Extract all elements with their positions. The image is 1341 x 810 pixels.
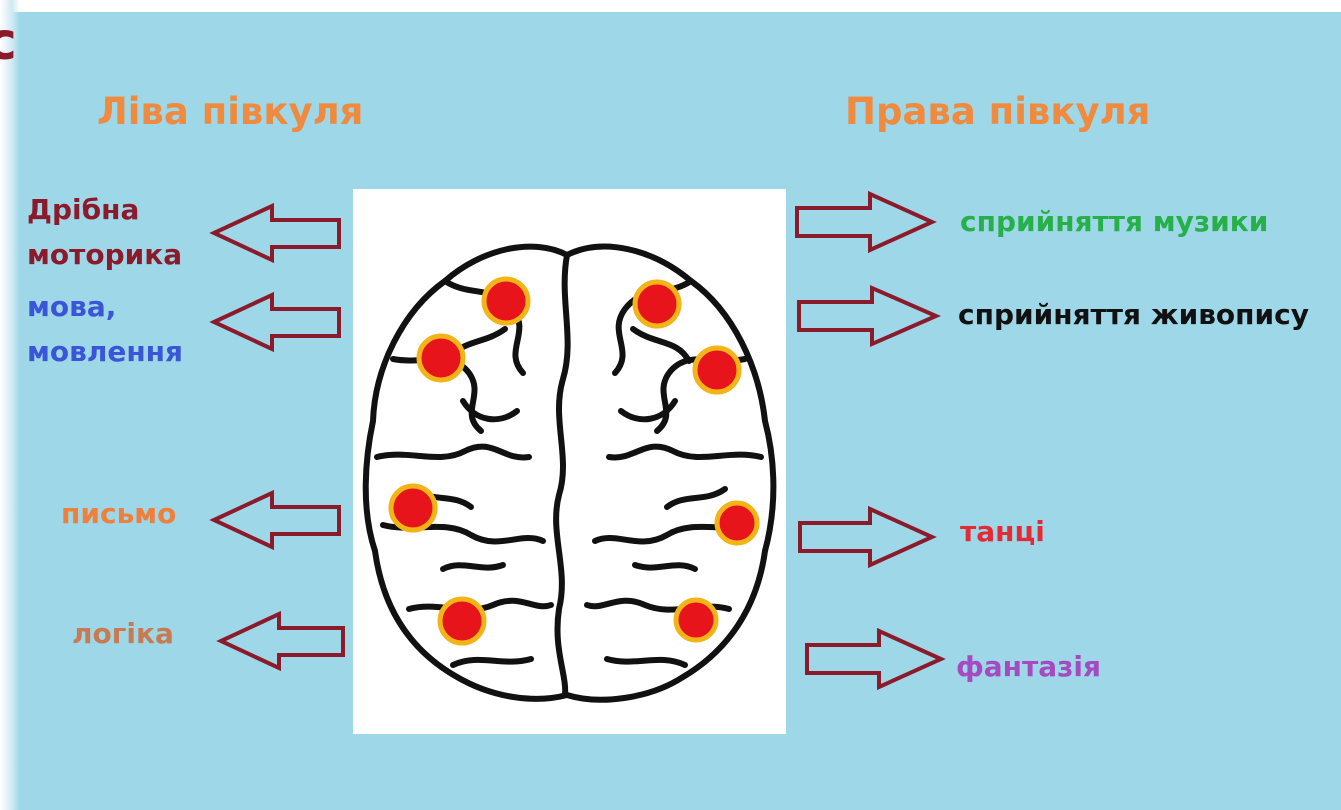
brain-dot-icon [481, 276, 531, 326]
left-arrow-icon [209, 489, 341, 551]
brain-dot-icon [416, 333, 466, 383]
left-hemisphere-title: Ліва півкуля [97, 90, 364, 133]
label-fine-motor-line1: Дрібна [27, 193, 140, 226]
brain-dot-icon [437, 596, 487, 646]
label-speech-line2: мовлення [27, 335, 184, 368]
brain-dot-icon [714, 500, 760, 546]
brain-dot-icon [673, 597, 719, 643]
label-fantasy: фантазія [956, 650, 1101, 683]
brain-dot-icon [632, 279, 682, 329]
left-arrow-icon [216, 610, 345, 672]
brain-dot-icon [692, 345, 742, 395]
label-writing: письмо [61, 497, 177, 530]
label-speech-line1: мова, [27, 290, 117, 323]
brain-icon [362, 243, 777, 703]
label-dance: танці [960, 515, 1045, 548]
left-arrow-icon [209, 291, 341, 353]
label-fine-motor-line2: моторика [27, 238, 183, 271]
label-painting-perception: сприйняття живопису [958, 298, 1309, 331]
label-music-perception: сприйняття музики [960, 205, 1269, 238]
brain-image-panel [353, 189, 786, 734]
right-arrow-icon [805, 627, 946, 691]
brain-dot-icon [388, 483, 438, 533]
label-logic: логіка [72, 617, 174, 650]
right-arrow-icon [798, 505, 937, 569]
top-band [0, 0, 1341, 12]
right-hemisphere-title: Права півкуля [845, 90, 1151, 133]
brain-dots [388, 276, 760, 646]
right-arrow-icon [795, 190, 937, 254]
left-edge-band [0, 0, 20, 810]
corner-title-fragment: с [0, 12, 17, 72]
left-arrow-icon [209, 202, 341, 264]
right-arrow-icon [797, 284, 941, 348]
